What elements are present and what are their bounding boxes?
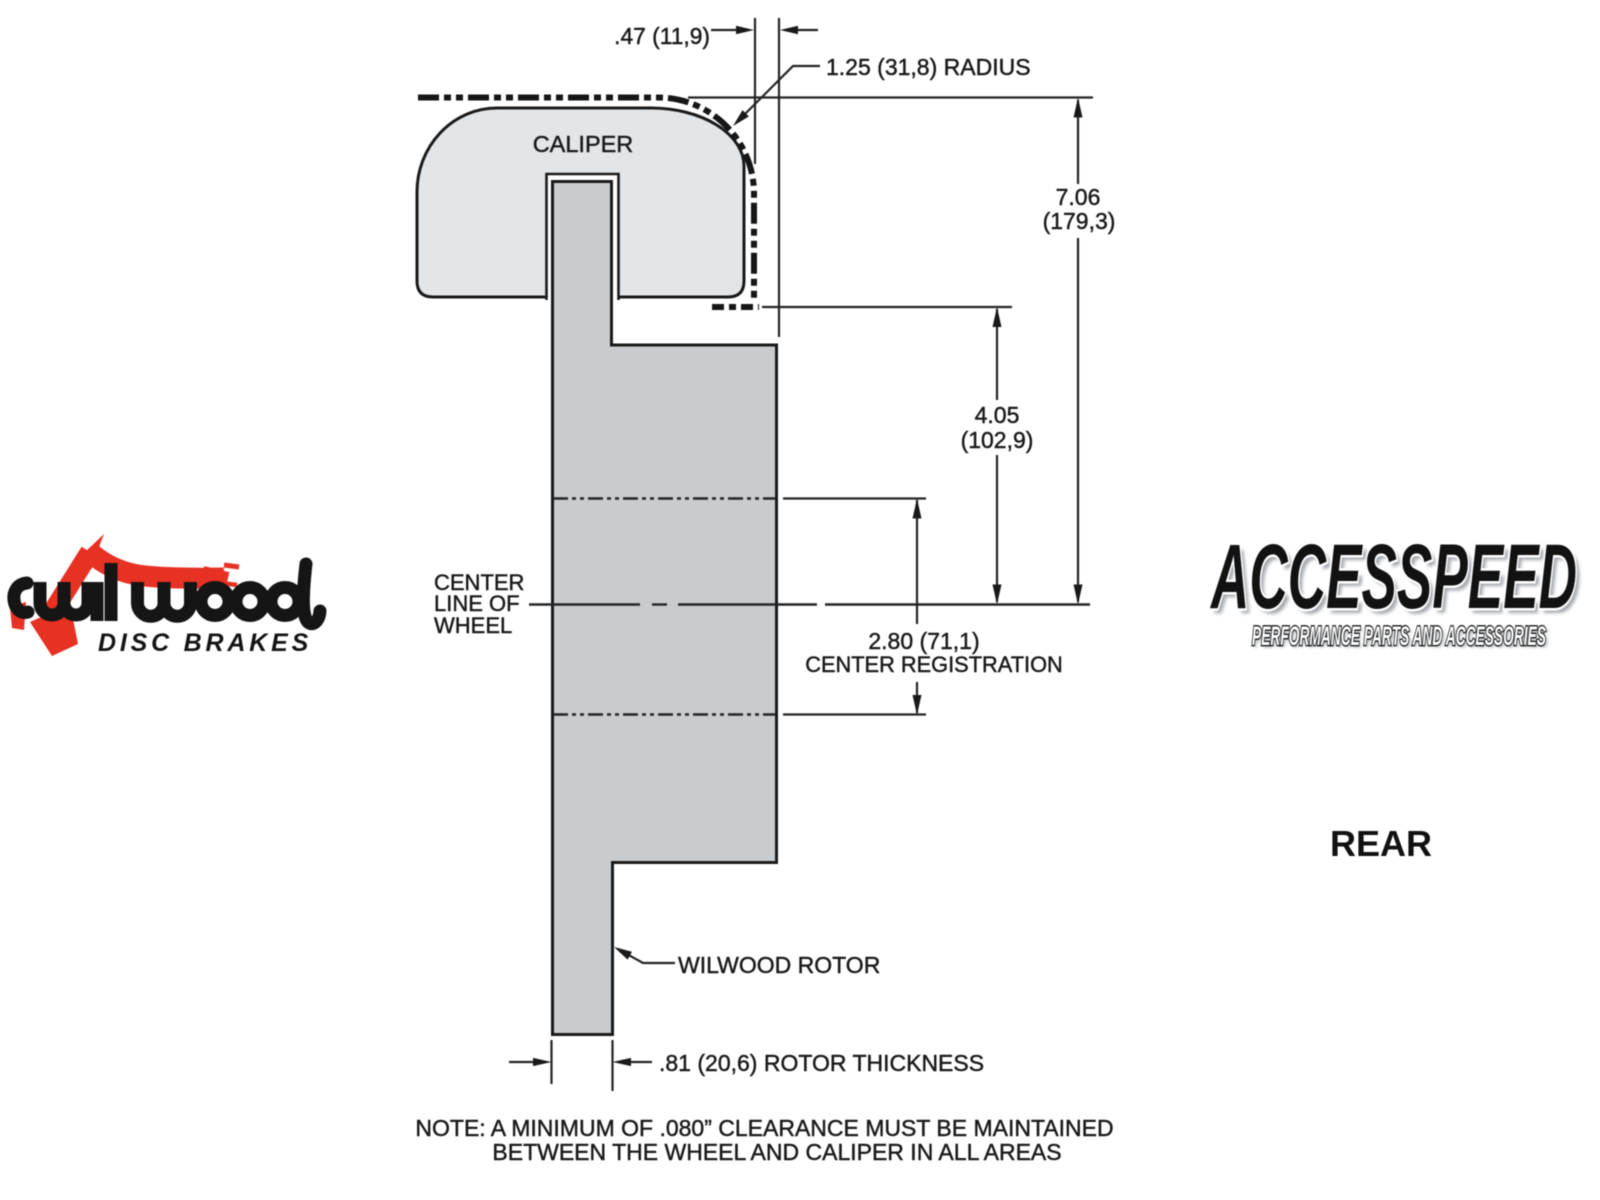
svg-text:4.05: 4.05	[975, 402, 1020, 428]
svg-text:LINE OF: LINE OF	[434, 591, 520, 616]
svg-text:WILWOOD ROTOR: WILWOOD ROTOR	[678, 952, 880, 978]
svg-text:CENTER: CENTER	[434, 570, 524, 595]
svg-text:REAR: REAR	[1330, 823, 1432, 864]
svg-text:.81 (20,6) ROTOR THICKNESS: .81 (20,6) ROTOR THICKNESS	[659, 1050, 984, 1076]
svg-text:CENTER REGISTRATION: CENTER REGISTRATION	[805, 652, 1063, 677]
svg-text:NOTE: A MINIMUM OF .080” CLEAR: NOTE: A MINIMUM OF .080” CLEARANCE MUST …	[415, 1115, 1113, 1141]
svg-text:7.06: 7.06	[1056, 184, 1101, 210]
svg-text:2.80 (71,1): 2.80 (71,1)	[868, 628, 979, 654]
svg-text:(102,9): (102,9)	[961, 427, 1034, 453]
svg-text:CALIPER: CALIPER	[533, 131, 634, 157]
svg-text:(179,3): (179,3)	[1043, 208, 1116, 234]
svg-text:DISC BRAKES: DISC BRAKES	[98, 629, 312, 657]
svg-text:PERFORMANCE PARTS AND ACCESSOR: PERFORMANCE PARTS AND ACCESSORIES	[1254, 623, 1548, 653]
svg-text:BETWEEN THE WHEEL AND CALIPER: BETWEEN THE WHEEL AND CALIPER IN ALL ARE…	[492, 1139, 1061, 1165]
svg-text:WHEEL: WHEEL	[434, 613, 512, 638]
svg-text:ACCESSPEED: ACCESSPEED	[1214, 531, 1581, 633]
svg-text:ACCESSPEED: ACCESSPEED	[1210, 526, 1577, 628]
svg-text:.47 (11,9): .47 (11,9)	[614, 23, 710, 49]
svg-text:PERFORMANCE PARTS AND ACCESSOR: PERFORMANCE PARTS AND ACCESSORIES	[1252, 621, 1546, 651]
svg-text:1.25 (31,8) RADIUS: 1.25 (31,8) RADIUS	[826, 54, 1031, 80]
